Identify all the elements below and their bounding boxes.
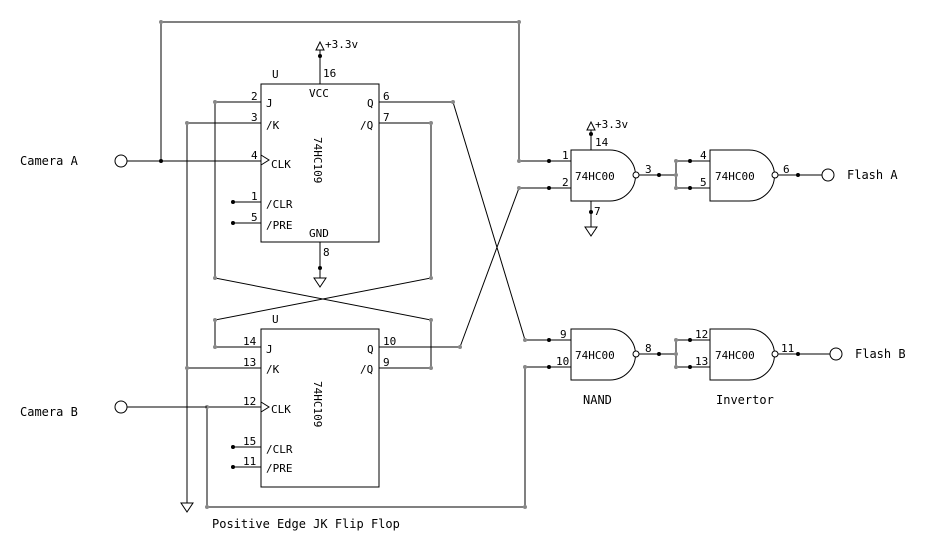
nand-gate-a: 74HC00 1 2 3 +3.3v 14 7 (547, 118, 676, 237)
ff2-q-label: Q (367, 343, 374, 356)
camera-a-port: Camera A (20, 154, 161, 168)
inv-a-pin-in2: 5 (700, 176, 707, 189)
ff2-pin-clr: 15 (243, 435, 256, 448)
ff1-pin-qn: 7 (383, 111, 390, 124)
ff2-pin-j: 14 (243, 335, 257, 348)
invertor-caption: Invertor (716, 393, 774, 407)
camera-a-label: Camera A (20, 154, 79, 168)
ff1-j-label: J (266, 97, 273, 110)
ff1-ref: U (272, 68, 279, 81)
camera-b-port: Camera B (20, 400, 207, 419)
ff2-qn-label: /Q (360, 363, 373, 376)
ff1-vcc-value: +3.3v (325, 38, 358, 51)
flash-b-label: Flash B (855, 347, 906, 361)
camera-a-terminal-icon (114, 154, 128, 168)
ff1-pin-vcc: 16 (323, 67, 336, 80)
nand-a-pin-vcc: 14 (595, 136, 609, 149)
ff2-clock-marker (260, 401, 270, 413)
ff1-gnd-label: GND (309, 227, 329, 240)
ff1-clr-label: /CLR (266, 198, 293, 211)
nand-a-pin-in2: 2 (562, 176, 569, 189)
ff1-ground-icon (313, 277, 327, 288)
nand-vcc-value: +3.3v (595, 118, 628, 131)
ff1-vcc-label: VCC (309, 87, 329, 100)
ff1-pin-clr: 1 (251, 190, 258, 203)
ff1-pre-label: /PRE (266, 219, 293, 232)
flash-b-port: Flash B (829, 347, 906, 361)
nand-gate-b: 74HC00 9 10 8 (547, 328, 676, 381)
ff2-j-label: J (266, 343, 273, 356)
inverter-gate-b: 74HC00 12 13 11 (674, 328, 830, 381)
ff2-pin-qn: 9 (383, 356, 390, 369)
ff2-pin-k: 13 (243, 356, 256, 369)
ff1-clock-marker (260, 154, 270, 166)
ff2-body (260, 328, 380, 488)
ff2-clk-label: CLK (271, 403, 291, 416)
nand-caption: NAND (583, 393, 612, 407)
wiring (159, 20, 563, 513)
ff1-pin-k: 3 (251, 111, 258, 124)
camera-b-label: Camera B (20, 405, 78, 419)
flash-a-terminal-icon (821, 168, 835, 182)
ff1-pin-clk: 4 (251, 149, 258, 162)
inv-a-pin-out: 6 (783, 163, 790, 176)
ff1-clk-label: CLK (271, 158, 291, 171)
flash-b-terminal-icon (829, 347, 843, 361)
ff1-vcc-arrow-icon (315, 40, 325, 51)
ff2-pin-q: 10 (383, 335, 396, 348)
inv-a-pin-in1: 4 (700, 149, 707, 162)
flash-a-label: Flash A (847, 168, 898, 182)
inv-b-part: 74HC00 (715, 349, 755, 362)
nand-ground-icon (584, 226, 598, 237)
ff2-part: 74HC109 (311, 381, 324, 427)
k-ground-icon (180, 502, 194, 513)
ff2-ref: U (272, 313, 279, 326)
nand-a-bubble (632, 171, 640, 179)
flash-a-port: Flash A (821, 168, 898, 182)
flipflop-caption: Positive Edge JK Flip Flop (212, 517, 400, 531)
ff2-pre-label: /PRE (266, 462, 293, 475)
ff2-pin-pre: 11 (243, 455, 256, 468)
nand-b-pin-in2: 10 (556, 355, 569, 368)
nand-b-pin-in1: 9 (560, 328, 567, 341)
nand-b-part: 74HC00 (575, 349, 615, 362)
ff1-qn-label: /Q (360, 119, 373, 132)
camera-b-terminal-icon (114, 400, 128, 414)
nand-a-part: 74HC00 (575, 170, 615, 183)
ff1-body (260, 83, 380, 243)
nand-a-pin-out: 3 (645, 163, 652, 176)
inv-a-bubble (771, 171, 779, 179)
nand-vcc-arrow-icon (586, 120, 596, 131)
nand-b-pin-out: 8 (645, 342, 652, 355)
ff1-pin-gnd: 8 (323, 246, 330, 259)
ff1-pin-pre: 5 (251, 211, 258, 224)
ff2-pin-clk: 12 (243, 395, 256, 408)
ff2-k-label: /K (266, 363, 280, 376)
flip-flop-2: U 74HC109 J /K CLK /CLR /PRE Q /Q 14 13 … (187, 313, 460, 488)
ff1-q-label: Q (367, 97, 374, 110)
ff1-pin-q: 6 (383, 90, 390, 103)
nand-a-pin-in1: 1 (562, 149, 569, 162)
nand-b-bubble (632, 350, 640, 358)
ff1-pin-j: 2 (251, 90, 258, 103)
ff1-part: 74HC109 (311, 137, 324, 183)
inv-b-pin-out: 11 (781, 342, 794, 355)
inv-b-bubble (771, 350, 779, 358)
inv-b-pin-in1: 12 (695, 328, 708, 341)
ff1-k-label: /K (266, 119, 280, 132)
nand-a-pin-gnd: 7 (594, 205, 601, 218)
flip-flop-1: U VCC GND 74HC109 J /K CLK /CLR /PRE Q /… (161, 38, 453, 288)
inv-a-part: 74HC00 (715, 170, 755, 183)
ff2-clr-label: /CLR (266, 443, 293, 456)
inv-b-pin-in2: 13 (695, 355, 708, 368)
inverter-gate-a: 74HC00 4 5 6 (674, 149, 822, 202)
